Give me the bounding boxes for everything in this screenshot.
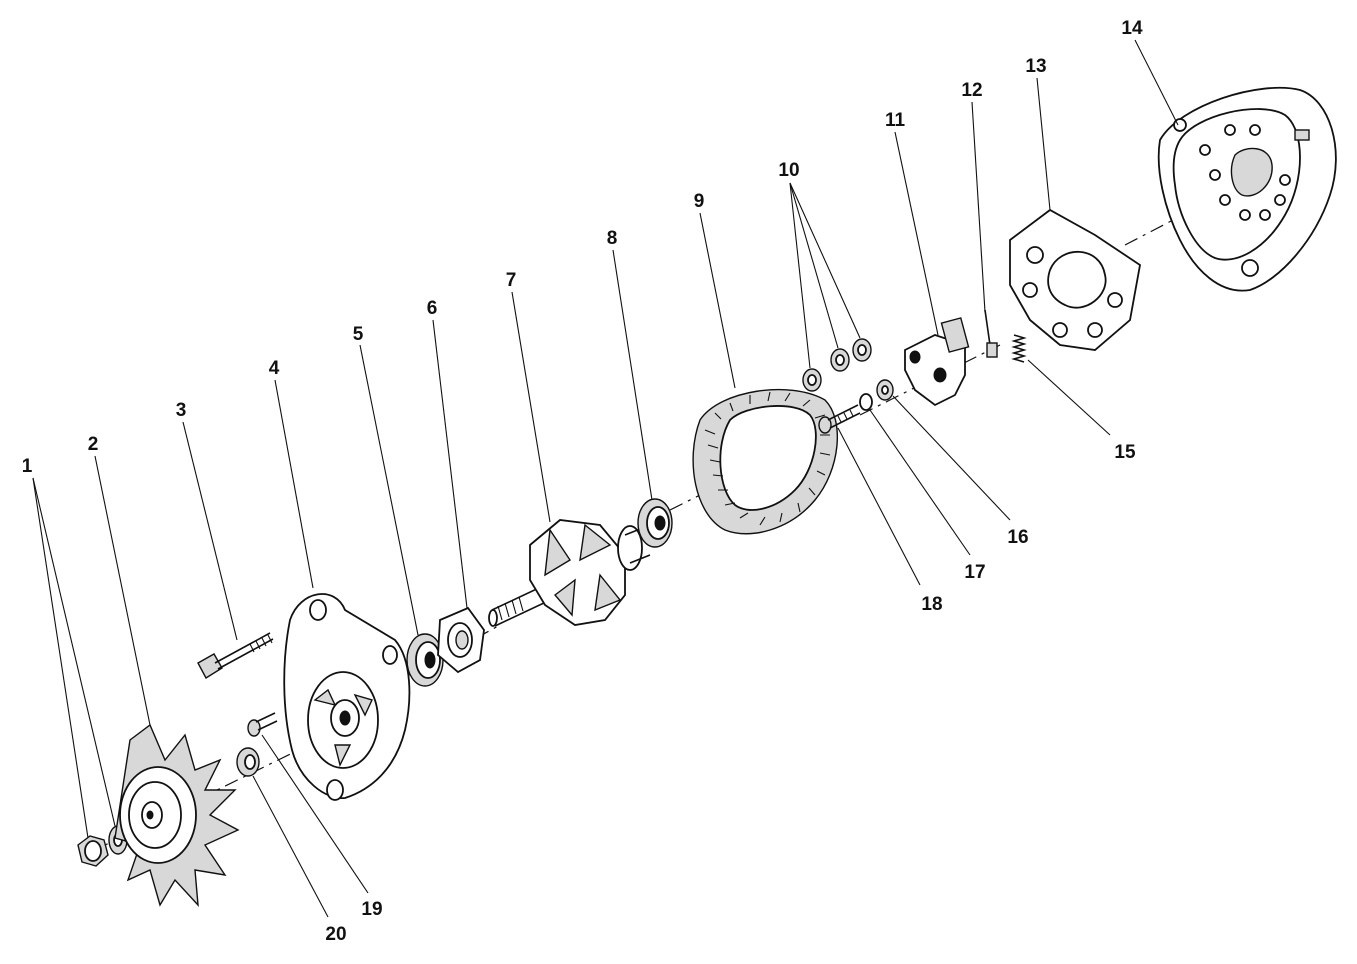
label-part-10: 10 bbox=[778, 160, 799, 181]
part-7-rotor bbox=[488, 519, 651, 627]
label-part-1: 1 bbox=[22, 456, 33, 477]
part-13-rectifier bbox=[1009, 208, 1141, 351]
label-part-5: 5 bbox=[353, 324, 364, 345]
label-part-20: 20 bbox=[325, 924, 346, 945]
label-part-19: 19 bbox=[361, 899, 382, 920]
part-6-retainer-plate bbox=[437, 606, 485, 674]
part-20-spacer bbox=[236, 747, 260, 777]
label-part-13: 13 bbox=[1025, 56, 1046, 77]
label-part-8: 8 bbox=[607, 228, 618, 249]
part-4-drive-end-frame bbox=[283, 593, 411, 801]
label-part-14: 14 bbox=[1121, 18, 1143, 39]
label-part-4: 4 bbox=[269, 358, 280, 379]
part-labels: 1 2 3 4 5 6 7 8 9 10 11 12 13 14 15 16 1… bbox=[22, 18, 1143, 945]
part-15-spring bbox=[1011, 334, 1027, 363]
part-14-slip-ring-end-frame bbox=[1157, 86, 1337, 292]
part-5-bearing bbox=[406, 633, 444, 687]
label-part-11: 11 bbox=[885, 110, 906, 131]
part-3-through-bolt bbox=[197, 632, 274, 679]
part-2-fan-pulley bbox=[114, 723, 240, 907]
part-11-brush-holder bbox=[904, 317, 970, 407]
label-part-9: 9 bbox=[694, 191, 705, 212]
label-part-12: 12 bbox=[961, 80, 982, 101]
label-part-3: 3 bbox=[176, 400, 187, 421]
label-part-16: 16 bbox=[1007, 527, 1028, 548]
label-part-15: 15 bbox=[1114, 442, 1136, 463]
label-part-17: 17 bbox=[964, 562, 985, 583]
part-17-washer bbox=[859, 393, 873, 411]
label-part-2: 2 bbox=[88, 434, 99, 455]
part-19-screw bbox=[247, 712, 278, 737]
part-8-bearing bbox=[637, 498, 673, 548]
part-9-stator bbox=[692, 388, 838, 535]
part-16-bushing bbox=[876, 379, 894, 401]
part-18-screw bbox=[818, 404, 861, 434]
leader-lines bbox=[32, 39, 1179, 918]
part-10-nuts bbox=[802, 338, 872, 392]
part-12-brush bbox=[984, 309, 998, 358]
label-part-6: 6 bbox=[427, 298, 438, 319]
label-part-18: 18 bbox=[921, 594, 942, 615]
label-part-7: 7 bbox=[506, 270, 517, 291]
